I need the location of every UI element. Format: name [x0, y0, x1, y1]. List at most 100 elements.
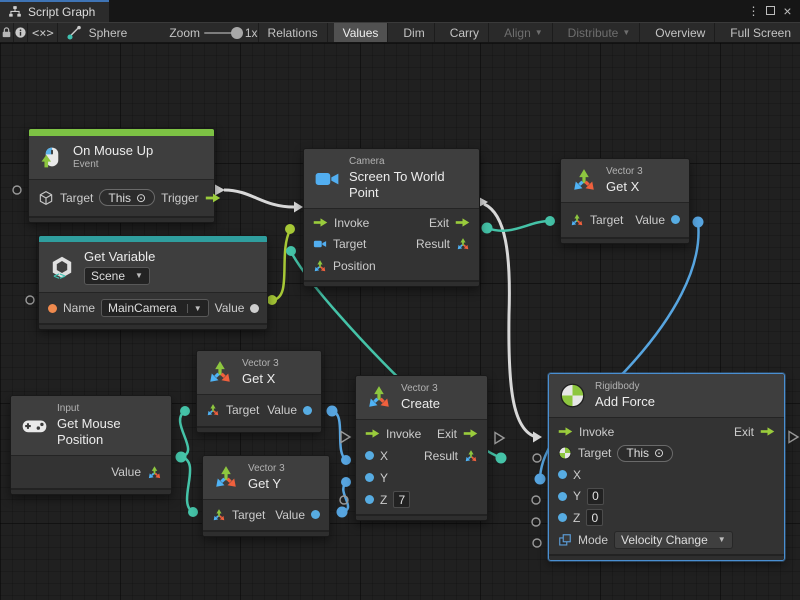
vector3-icon: [313, 259, 327, 272]
rigidbody-icon: [560, 383, 585, 408]
overview-button[interactable]: Overview: [646, 23, 716, 42]
window-close-button[interactable]: ×: [783, 3, 792, 19]
port-label-z: Z: [573, 510, 581, 525]
z-value-field[interactable]: 0: [586, 509, 604, 526]
wire-dot[interactable]: [267, 295, 277, 305]
code-icon: <×>: [32, 25, 54, 40]
wire-dot[interactable]: [692, 216, 704, 228]
wire-dot[interactable]: [336, 506, 348, 518]
row-target-result: Target Result: [304, 234, 479, 256]
distribute-menu[interactable]: Distribute ▼: [559, 23, 641, 42]
target-self-pill[interactable]: This ⊙: [99, 189, 156, 207]
row-mode: Mode Velocity Change ▼: [549, 528, 784, 551]
zoom-slider-handle[interactable]: [230, 26, 243, 39]
camera-icon: [315, 172, 339, 185]
node-add-force[interactable]: Rigidbody Add Force Invoke Exit Target T…: [548, 373, 785, 562]
dim-toggle[interactable]: Dim: [394, 23, 435, 42]
unconnected-flow-port[interactable]: [340, 430, 352, 444]
relations-toggle[interactable]: Relations: [259, 23, 328, 42]
port-label-value: Value: [214, 301, 245, 316]
name-port[interactable]: [48, 303, 57, 313]
unconnected-port[interactable]: [532, 538, 542, 548]
unconnected-flow-port[interactable]: [788, 430, 800, 444]
node-title: On Mouse Up: [73, 143, 154, 158]
values-toggle[interactable]: Values: [333, 23, 389, 42]
carry-toggle[interactable]: Carry: [441, 23, 490, 42]
wire-dot[interactable]: [481, 222, 493, 234]
wire-dot[interactable]: [175, 451, 187, 463]
node-title: Get Mouse Position: [57, 415, 121, 447]
flow-in-port-addforce-invoke[interactable]: [533, 431, 542, 443]
code-preview-button[interactable]: <×>: [28, 23, 59, 42]
unconnected-flow-port[interactable]: [494, 431, 506, 445]
node-title: Get X: [242, 370, 276, 386]
wire-dot[interactable]: [180, 406, 190, 416]
value-port[interactable]: [250, 303, 260, 313]
z-port[interactable]: [558, 513, 567, 522]
variable-scope-dropdown[interactable]: Scene ▼: [84, 267, 150, 286]
node-group: Vector 3: [401, 383, 438, 394]
wire-dot[interactable]: [285, 224, 295, 234]
wire-dot[interactable]: [326, 405, 338, 417]
node-get-x-top[interactable]: Vector 3 Get X Target Value: [560, 158, 690, 244]
value-port[interactable]: [303, 405, 312, 415]
node-screen-to-world-point[interactable]: Camera Screen To World Point Invoke Exit…: [303, 148, 480, 287]
value-port[interactable]: [311, 510, 320, 520]
node-get-y[interactable]: Vector 3 Get Y Target Value: [202, 455, 330, 537]
node-on-mouse-up[interactable]: On Mouse Up Event Target This ⊙ Trigger: [28, 128, 221, 223]
wire-dot[interactable]: [286, 246, 296, 256]
target-self-pill[interactable]: This ⊙: [617, 444, 674, 462]
flow-out-port-camera-exit[interactable]: [478, 196, 488, 208]
unconnected-port[interactable]: [25, 295, 35, 305]
inspect-button[interactable]: [14, 23, 29, 42]
z-value-field[interactable]: 7: [393, 491, 411, 509]
unconnected-port[interactable]: [531, 495, 541, 505]
port-label-value: Value: [267, 403, 297, 418]
force-mode-dropdown[interactable]: Velocity Change ▼: [614, 530, 733, 549]
y-value-field[interactable]: 0: [587, 487, 605, 505]
context-object-label[interactable]: Sphere: [88, 25, 128, 40]
y-port[interactable]: [558, 491, 567, 501]
wire-camera-exit-to-addforce-invoke[interactable]: [483, 202, 537, 439]
vector3-icon: [208, 359, 232, 384]
wire-trigger-to-camera-invoke[interactable]: [223, 188, 295, 209]
wire-dot[interactable]: [341, 477, 351, 487]
flow-out-port-trigger[interactable]: [215, 184, 225, 196]
wire-dot[interactable]: [545, 216, 555, 226]
node-footer: [203, 529, 329, 536]
wire-camera-result-to-getx-target[interactable]: [486, 219, 551, 232]
node-get-variable[interactable]: Get Variable Scene ▼ Name MainCamera ▼ V…: [38, 235, 268, 331]
node-create-vector3[interactable]: Vector 3 Create Invoke Exit X Result: [355, 375, 488, 521]
wire-dot[interactable]: [495, 452, 507, 464]
wire-dot[interactable]: [534, 473, 546, 485]
wire-dot[interactable]: [188, 507, 198, 517]
node-get-mouse-position[interactable]: Input Get Mouse Position Value: [10, 395, 172, 495]
row-position: Position: [304, 255, 479, 277]
window-maximize-button[interactable]: [762, 4, 779, 18]
wire-mousepos-to-gety-target[interactable]: [180, 455, 194, 514]
unconnected-port[interactable]: [339, 495, 349, 505]
wire-dot[interactable]: [341, 455, 351, 465]
unconnected-port[interactable]: [531, 517, 541, 527]
y-port[interactable]: [365, 473, 374, 483]
x-port[interactable]: [558, 470, 567, 479]
tab-script-graph[interactable]: Script Graph: [0, 0, 110, 22]
z-port[interactable]: [365, 495, 374, 505]
unconnected-port[interactable]: [532, 453, 542, 463]
align-menu[interactable]: Align ▼: [495, 23, 553, 42]
flow-in-port-camera-invoke[interactable]: [294, 201, 303, 213]
port-label-target: Target: [578, 446, 612, 460]
chevron-down-icon: ▼: [186, 303, 202, 313]
variable-name-dropdown[interactable]: MainCamera ▼: [101, 299, 209, 318]
node-get-x-mid[interactable]: Vector 3 Get X Target Value: [196, 350, 322, 433]
value-port[interactable]: [671, 215, 680, 225]
node-footer: [197, 425, 321, 432]
zoom-slider[interactable]: [204, 26, 243, 39]
fullscreen-button[interactable]: Full Screen: [730, 25, 791, 40]
x-port[interactable]: [365, 451, 374, 461]
wire-variable-to-camera-target[interactable]: [271, 229, 292, 302]
window-menu-button[interactable]: ⋮: [747, 4, 760, 18]
unconnected-port[interactable]: [12, 185, 22, 195]
lock-button[interactable]: [0, 23, 14, 42]
